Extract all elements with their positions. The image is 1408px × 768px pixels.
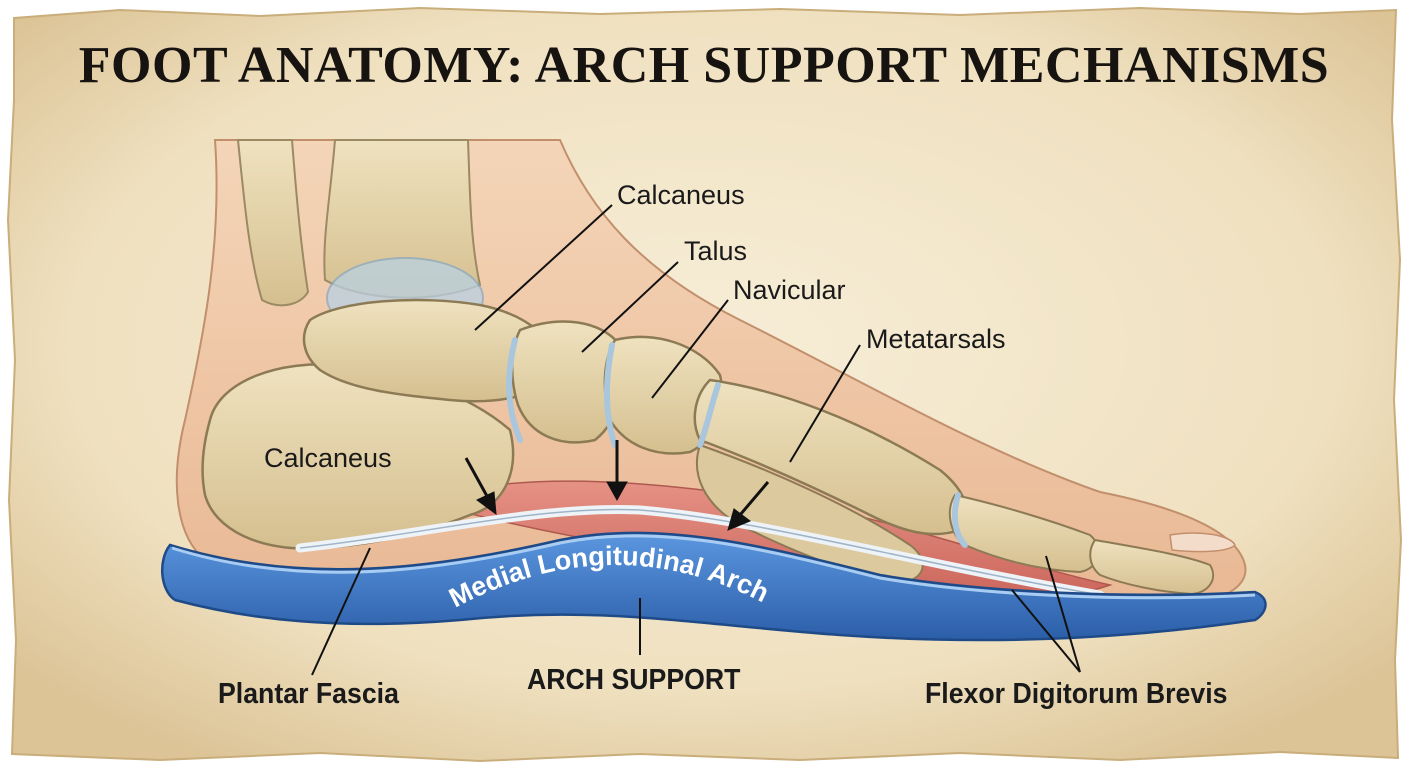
label-calcaneus-heel: Calcaneus <box>264 443 392 473</box>
fibula-bone <box>236 139 310 307</box>
leader-plantar-fascia <box>311 547 371 676</box>
label-metatarsals: Metatarsals <box>866 324 1006 354</box>
leader-lines <box>311 204 1081 676</box>
label-flexor-digitorum-brevis: Flexor Digitorum Brevis <box>925 678 1228 710</box>
leader-talus <box>581 261 679 353</box>
toenail <box>1169 532 1236 553</box>
page-title: FOOT ANATOMY: ARCH SUPPORT MECHANISMS <box>78 37 1330 94</box>
force-arrow-head <box>476 491 497 516</box>
joint-cartilage <box>604 342 618 448</box>
joint-cartilage <box>951 492 968 548</box>
label-plantar-fascia: Plantar Fascia <box>218 678 399 710</box>
force-arrow-shaft <box>464 457 490 499</box>
force-arrow-head <box>727 508 752 531</box>
leader-calcaneus-top <box>474 204 613 331</box>
leader-flexor-1 <box>1011 589 1081 673</box>
joint-cartilage <box>697 382 721 448</box>
force-arrow-head <box>606 481 628 502</box>
force-arrow-shaft <box>738 481 770 516</box>
label-calcaneus-top: Calcaneus <box>617 180 745 210</box>
leader-flexor-2 <box>1045 555 1081 673</box>
joint-cartilage <box>506 337 523 443</box>
leader-navicular <box>651 299 729 399</box>
leader-metatarsals <box>789 344 861 463</box>
label-talus: Talus <box>684 236 748 266</box>
arch-support-insole <box>160 531 1267 642</box>
plantar-fascia-edge <box>299 508 1101 596</box>
label-navicular: Navicular <box>733 275 846 305</box>
label-arch-support: ARCH SUPPORT <box>527 664 741 696</box>
force-arrows <box>464 440 770 531</box>
navicular-bone <box>510 320 626 444</box>
insole-top-edge <box>171 534 1256 600</box>
